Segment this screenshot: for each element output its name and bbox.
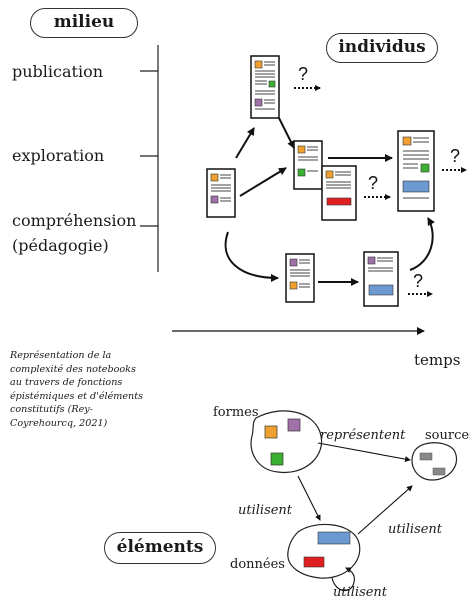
donnee-blue — [317, 531, 351, 545]
node-formes-label: formes — [213, 405, 259, 420]
notebook-document — [285, 253, 315, 303]
donnee-red — [303, 556, 325, 568]
notebook-document — [293, 140, 323, 190]
question-mark: ? — [450, 146, 460, 166]
sources-blob — [411, 442, 458, 481]
level-exploration: exploration — [12, 146, 105, 165]
notebook-document — [397, 130, 435, 212]
forme-green — [270, 452, 284, 466]
individus-pill: individus — [326, 33, 438, 63]
question-mark: ? — [368, 173, 378, 193]
level-comprehension: compréhension — [12, 211, 137, 230]
figure-caption: Représentation de la complexité des note… — [10, 350, 143, 429]
forme-orange — [264, 425, 278, 439]
edge-utilisent-label-2: utilisent — [388, 522, 443, 537]
source-gray — [432, 467, 446, 476]
time-axis-label: temps — [414, 351, 461, 369]
question-mark: ? — [298, 64, 308, 84]
node-donnees-label: données — [230, 557, 285, 572]
formes-blob — [250, 410, 323, 474]
forme-purple — [287, 418, 301, 432]
notebook-document — [250, 55, 280, 119]
edge-utilisent-label-3: utilisent — [333, 585, 388, 600]
notebook-document — [206, 168, 236, 218]
question-mark: ? — [413, 271, 423, 291]
future-arrows — [294, 85, 467, 297]
source-gray — [419, 452, 433, 461]
edge-utilisent-label-1: utilisent — [238, 503, 293, 518]
milieu-pill: milieu — [30, 8, 138, 38]
evolution-arrows — [224, 117, 435, 286]
edge-representent-label: représentent — [320, 428, 406, 443]
milieu-axis — [140, 45, 159, 272]
elements-pill: éléments — [104, 532, 216, 564]
relation-arrows — [297, 442, 413, 592]
notebook-document — [363, 251, 399, 307]
node-sources-label: sources — [425, 428, 470, 443]
level-pedagogie: (pédagogie) — [12, 236, 109, 255]
level-publication: publication — [12, 62, 104, 81]
notebook-document — [321, 165, 357, 221]
